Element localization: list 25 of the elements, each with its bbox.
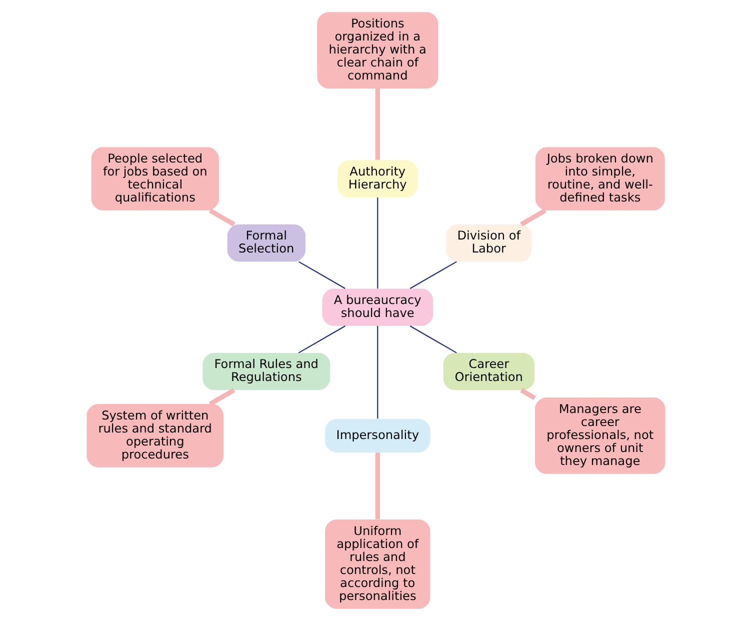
node-box: Formal Selection [226,224,305,262]
node-box: A bureaucracy should have [322,288,433,326]
node-box: Positions organized in a hierarchy with a clear chain of command [316,12,438,88]
connector [409,261,456,289]
node-box: Formal Rules and Regulations [202,352,330,390]
connector [374,452,380,520]
node-box: Managers are career professionals, not owners of unit they manage [534,398,665,474]
node-box: Uniform application of rules and controls, not according to personalities [324,519,430,609]
node-box: People selected for jobs based on technical qualifications [90,147,218,210]
node-box: Impersonality [324,418,430,452]
node-box: System of written rules and standard operating procedures [86,404,224,468]
connector [298,326,345,354]
connector [520,208,546,226]
connector [376,197,378,289]
connector [409,326,456,354]
node-box: Career Orientation [442,352,534,390]
connector [374,88,380,160]
connector [208,388,235,406]
connector [298,261,345,289]
connector [520,388,536,400]
connector [376,326,378,419]
node-box: Jobs broken down into simple, routine, and well-defined tasks [534,147,664,210]
node-box: Authority Hierarchy [337,160,418,198]
connector [208,208,235,226]
node-box: Division of Labor [446,224,532,262]
